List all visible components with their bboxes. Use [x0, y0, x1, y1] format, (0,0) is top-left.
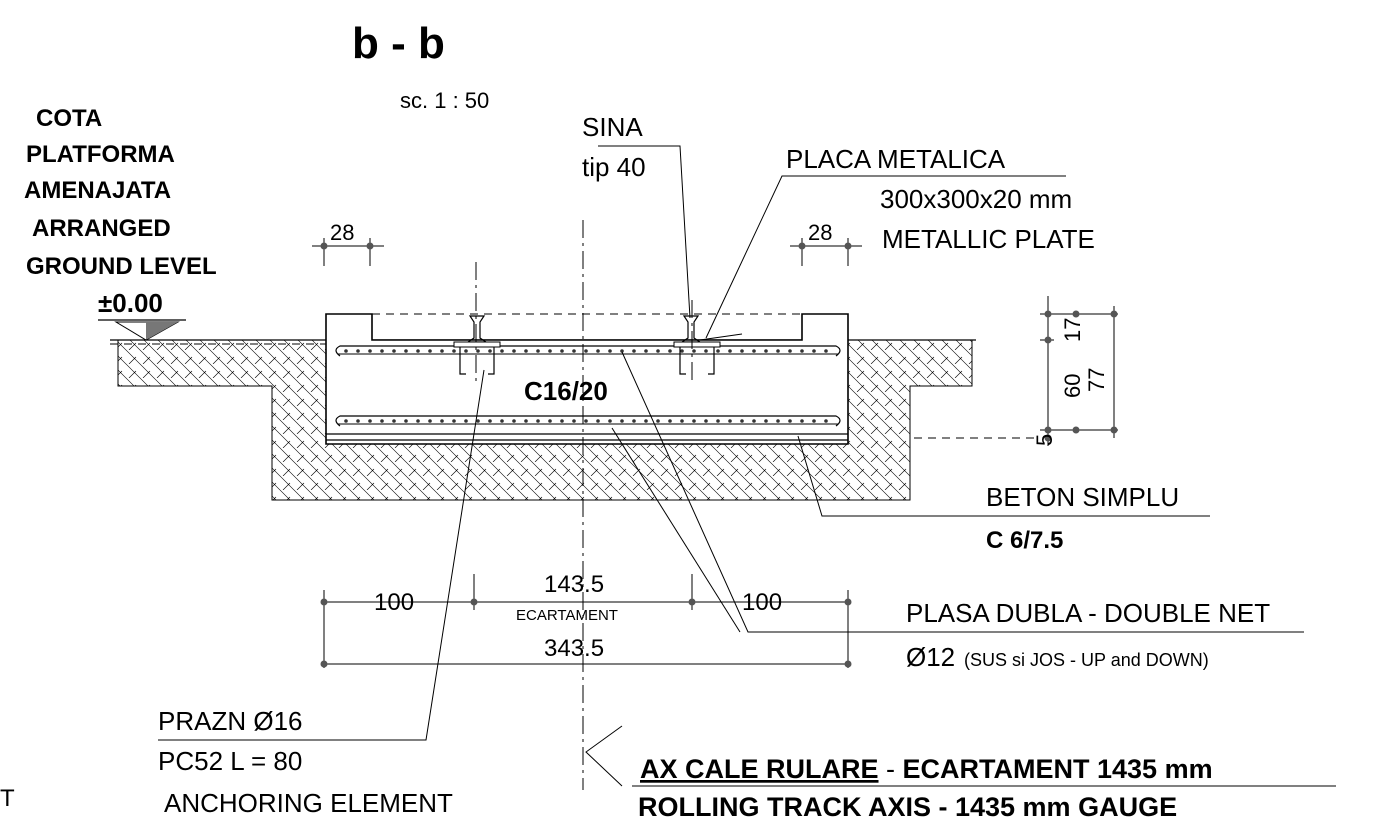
- rail-left: [453, 315, 501, 375]
- plain-concrete-callout: BETON SIMPLU C 6/7.5: [797, 435, 1210, 554]
- side-right-value: 100: [742, 589, 782, 616]
- double-net-line-1: PLASA DUBLA - DOUBLE NET: [906, 598, 1270, 628]
- offset-dim-left: 28: [312, 220, 384, 266]
- offset-left-value: 28: [330, 220, 354, 245]
- ground-level-line-2: PLATFORMA: [26, 141, 175, 168]
- track-axis-label-a: AX CALE RULARE: [640, 754, 879, 784]
- plate-label-line-3: METALLIC PLATE: [882, 224, 1095, 254]
- anchor-callout: PRAZN Ø16 PC52 L = 80 ANCHORING ELEMENT: [158, 369, 485, 818]
- height-top-value: 17: [1060, 318, 1085, 342]
- plate-callout: PLACA METALICA 300x300x20 mm METALLIC PL…: [699, 144, 1095, 341]
- plain-concrete-line-1: BETON SIMPLU: [986, 482, 1179, 512]
- height-middle-value: 60: [1060, 374, 1085, 398]
- track-axis-line-2: ROLLING TRACK AXIS - 1435 mm GAUGE: [638, 792, 1177, 822]
- offset-right-value: 28: [808, 220, 832, 245]
- offset-dim-right: 28: [790, 220, 862, 266]
- ground-level-line-5: GROUND LEVEL: [26, 253, 217, 280]
- ground-level-line-4: ARRANGED: [32, 215, 171, 242]
- svg-text:AX CALE RULARE - ECARTAMENT 14: AX CALE RULARE - ECARTAMENT 1435 mm: [640, 754, 1213, 784]
- net-note: (SUS si JOS - UP and DOWN): [964, 650, 1209, 670]
- total-width-value: 343.5: [544, 635, 604, 662]
- elevation-value: ±0.00: [98, 288, 163, 318]
- rail-right: [673, 315, 721, 375]
- gauge-label: ECARTAMENT: [516, 607, 618, 624]
- height-bottom-value: 5: [1032, 434, 1057, 446]
- ground-level-note: COTA PLATFORMA AMENAJATA ARRANGED GROUND…: [24, 105, 217, 341]
- height-total-value: 77: [1084, 368, 1109, 392]
- plain-concrete-line-2: C 6/7.5: [986, 527, 1063, 554]
- plate-label-line-2: 300x300x20 mm: [880, 184, 1072, 214]
- slab-concrete-class: C16/20: [524, 376, 608, 406]
- track-axis-separator: -: [879, 754, 903, 784]
- track-axis-label-b: ECARTAMENT 1435 mm: [903, 754, 1213, 784]
- rail-label-line-1: SINA: [582, 112, 643, 142]
- edge-mark: T: [0, 785, 15, 812]
- scale-label: sc. 1 : 50: [400, 88, 489, 113]
- rail-label-line-2: tip 40: [582, 152, 646, 182]
- height-dims: 17 60 77 5: [914, 296, 1118, 446]
- net-diameter: Ø12: [906, 642, 955, 672]
- rail-callout: SINA tip 40: [582, 112, 691, 319]
- side-left-value: 100: [374, 589, 414, 616]
- anchor-line-1: PRAZN Ø16: [158, 706, 303, 736]
- track-axis-callout: AX CALE RULARE - ECARTAMENT 1435 mm ROLL…: [585, 725, 1336, 822]
- gauge-value: 143.5: [544, 571, 604, 598]
- plate-label-line-1: PLACA METALICA: [786, 144, 1006, 174]
- width-dims: 100 143.5 ECARTAMENT 100 343.5: [320, 571, 852, 668]
- bottom-rebar: [326, 415, 848, 441]
- ground-level-line-3: AMENAJATA: [24, 177, 171, 204]
- anchor-line-3: ANCHORING ELEMENT: [164, 788, 453, 818]
- double-net-callout: PLASA DUBLA - DOUBLE NET Ø12 (SUS si JOS…: [611, 351, 1304, 672]
- section-title: b - b: [352, 19, 445, 68]
- anchor-line-2: PC52 L = 80: [158, 746, 302, 776]
- top-rebar: [335, 345, 841, 423]
- ground-level-line-1: COTA: [36, 105, 102, 132]
